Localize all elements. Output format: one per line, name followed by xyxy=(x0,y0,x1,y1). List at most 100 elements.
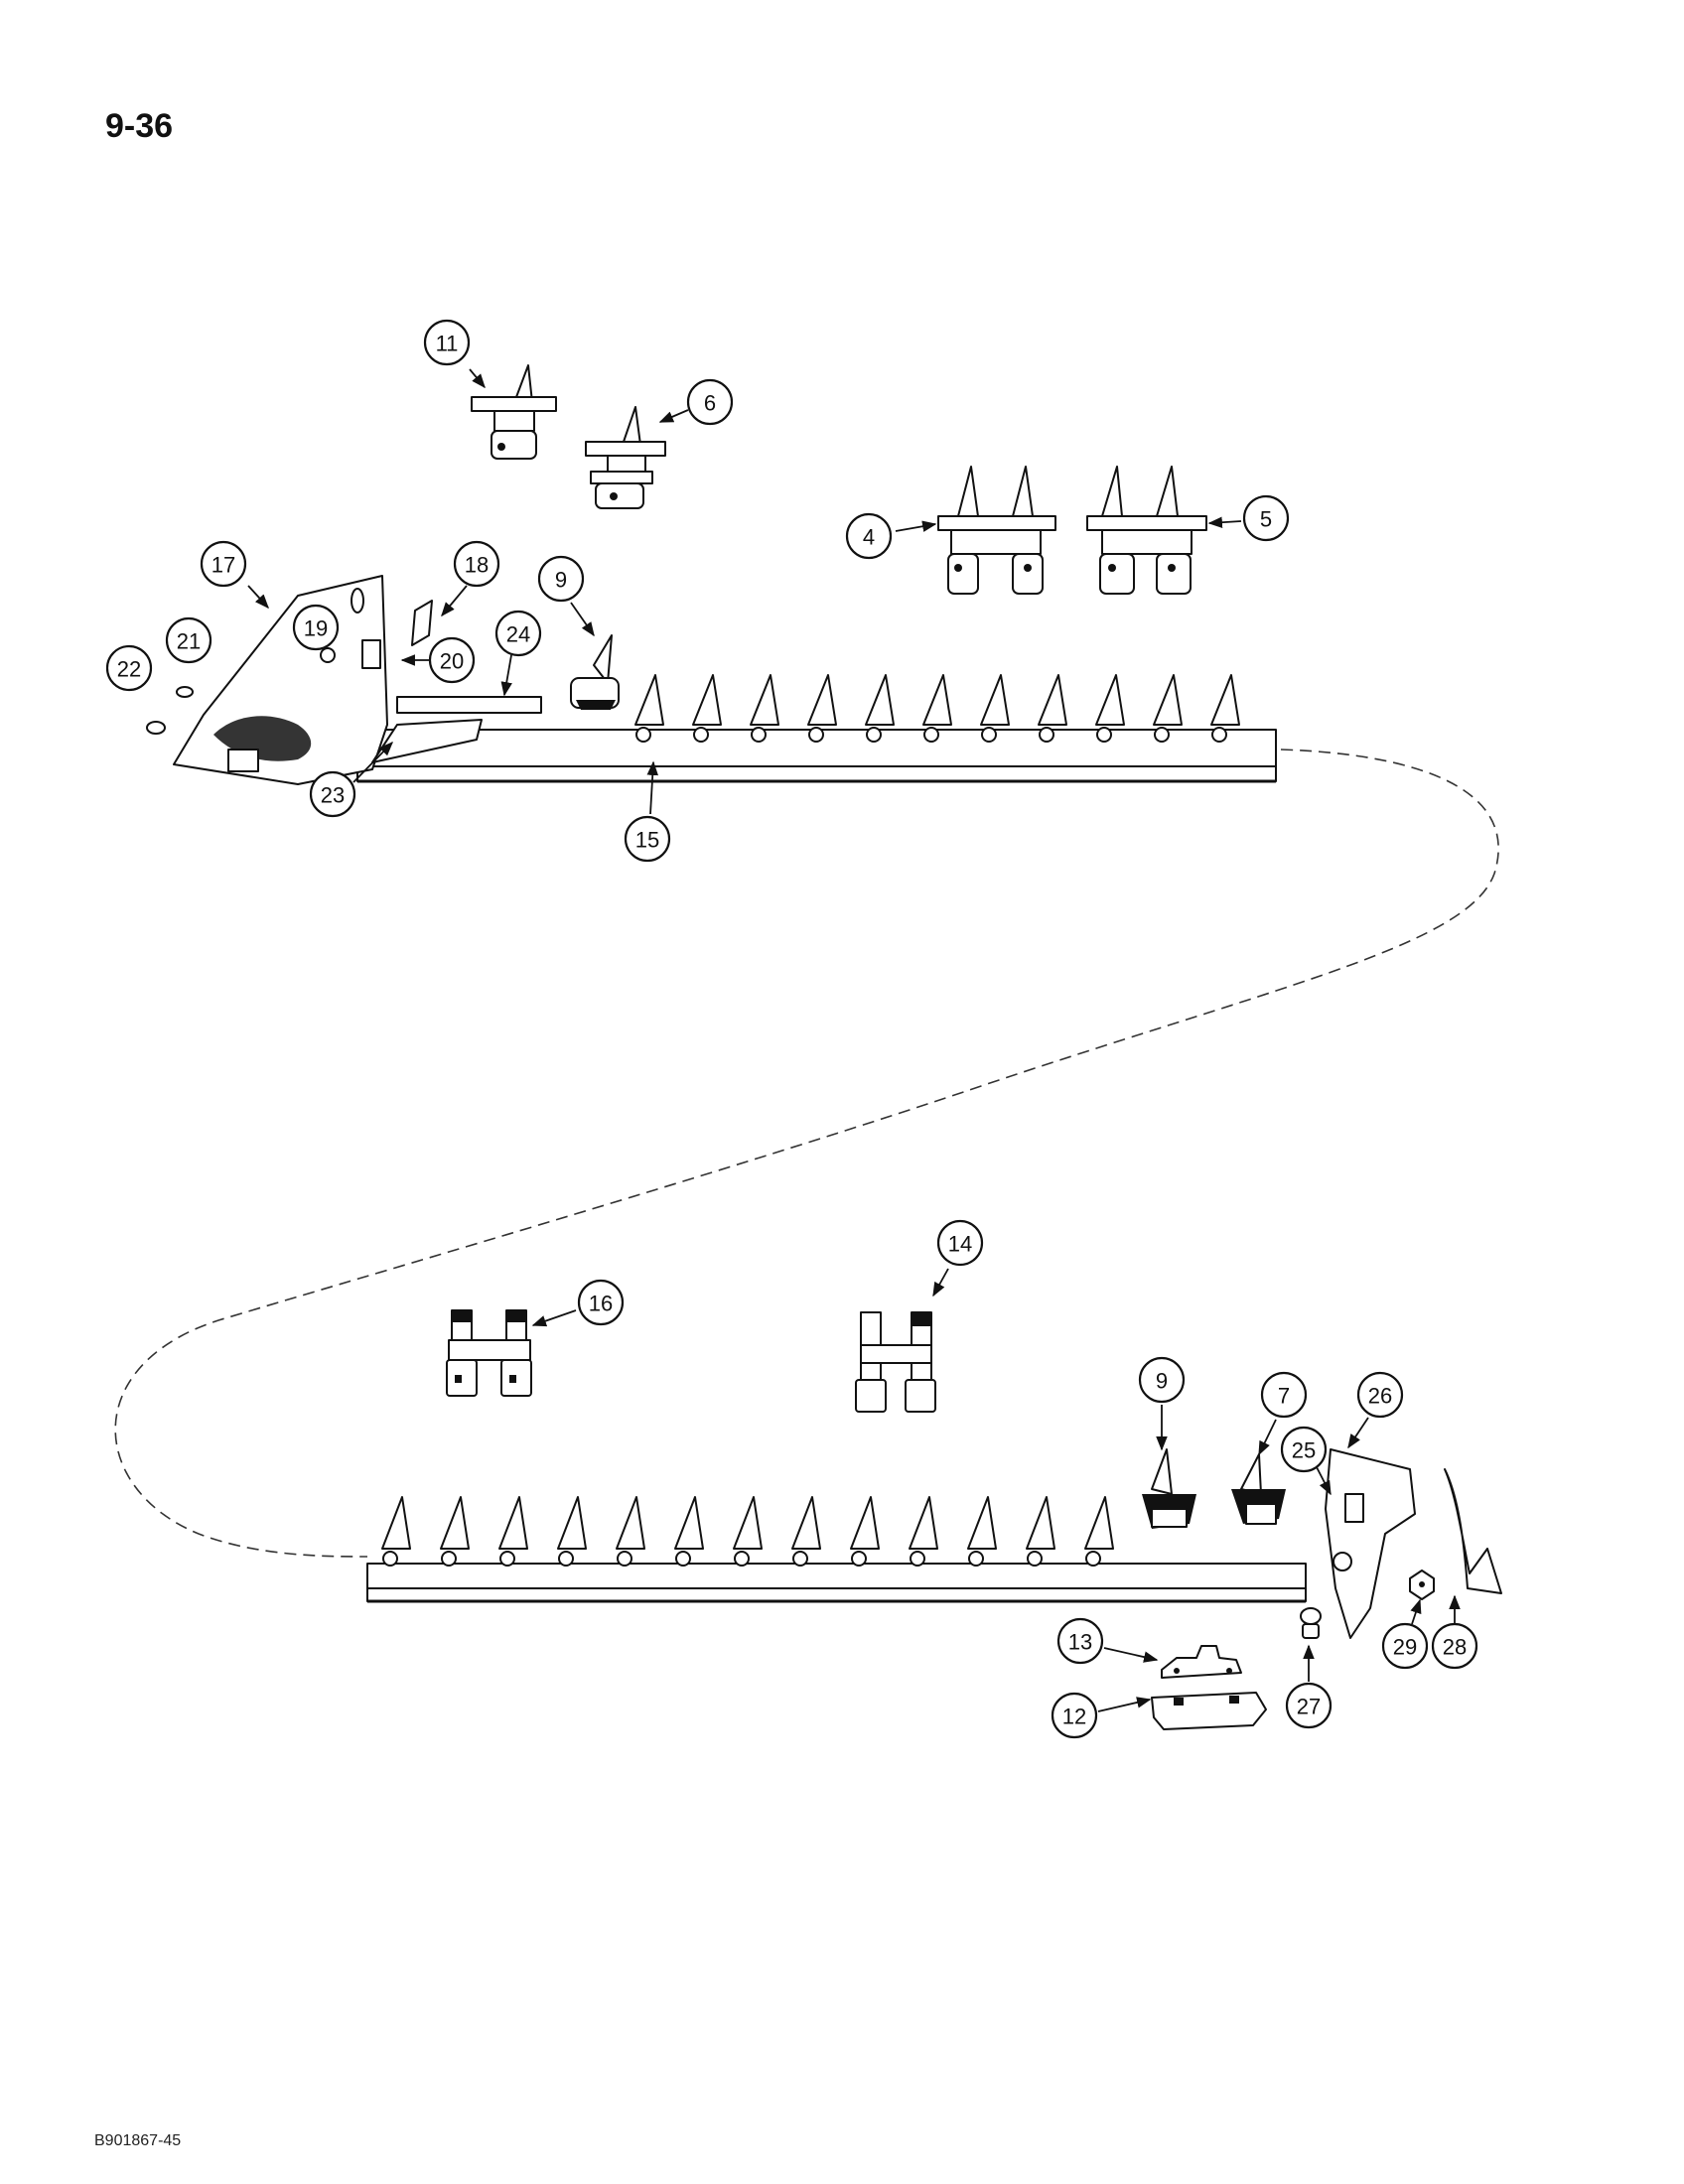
callout-25: 25 xyxy=(1280,1426,1332,1496)
callout-label: 9 xyxy=(555,568,567,593)
callout-18: 18 xyxy=(441,540,500,617)
callout-label: 17 xyxy=(211,553,235,578)
washer-part xyxy=(176,686,194,698)
knife-back-plate xyxy=(396,696,542,714)
callout-23: 23 xyxy=(309,741,394,818)
leader-line xyxy=(1103,1647,1159,1663)
knife-section-tooth xyxy=(557,1496,587,1550)
leader-line xyxy=(570,602,595,637)
knife-section-tooth xyxy=(1084,1496,1114,1550)
callout-26: 26 xyxy=(1347,1371,1404,1449)
knife-head-part xyxy=(173,575,388,785)
knife-section-tooth xyxy=(750,674,779,726)
leader-line xyxy=(500,654,512,697)
upper-knife-bar xyxy=(356,674,1277,783)
callout-21: 21 xyxy=(165,616,212,664)
rivet xyxy=(751,727,767,743)
rivet xyxy=(1085,1551,1101,1567)
knife-section-tooth xyxy=(733,1496,763,1550)
callout-7: 7 xyxy=(1258,1371,1308,1456)
callout-22: 22 xyxy=(105,644,153,692)
leader-line xyxy=(1410,1598,1422,1625)
knife-back-part xyxy=(1325,1448,1416,1639)
callout-label: 18 xyxy=(465,553,489,578)
callout-15: 15 xyxy=(624,760,671,863)
rivet xyxy=(558,1551,574,1567)
rivet xyxy=(866,727,882,743)
hex-nut-part xyxy=(1409,1570,1435,1600)
rivet xyxy=(1154,727,1170,743)
callout-16: 16 xyxy=(531,1279,625,1327)
knife-section-part xyxy=(1231,1453,1286,1525)
rivet xyxy=(693,727,709,743)
callout-20: 20 xyxy=(400,636,476,684)
callout-11: 11 xyxy=(423,319,486,389)
hold-down-clip-part xyxy=(1161,1645,1242,1679)
wear-plate-part xyxy=(411,600,433,646)
callout-label: 13 xyxy=(1068,1630,1092,1655)
callout-label: 12 xyxy=(1062,1705,1086,1729)
callout-label: 20 xyxy=(440,649,464,674)
knife-section-part xyxy=(570,634,620,710)
knife-section-tooth xyxy=(922,674,952,726)
rivet xyxy=(734,1551,750,1567)
callout-label: 9 xyxy=(1156,1369,1168,1394)
bolt-part xyxy=(1300,1607,1322,1639)
callout-4: 4 xyxy=(845,512,937,560)
rivet xyxy=(1039,727,1054,743)
knife-section-tooth xyxy=(1153,674,1183,726)
wear-plate-part xyxy=(1151,1692,1267,1730)
rivet xyxy=(382,1551,398,1567)
callout-label: 28 xyxy=(1443,1635,1467,1660)
double-guard-part xyxy=(855,1311,936,1413)
rivet xyxy=(981,727,997,743)
callout-label: 14 xyxy=(948,1232,972,1257)
single-guard-part xyxy=(471,364,557,460)
rivet xyxy=(635,727,651,743)
leader-line xyxy=(932,1268,949,1297)
callout-19: 19 xyxy=(292,604,340,651)
end-guard-part xyxy=(1444,1468,1502,1594)
callout-14: 14 xyxy=(932,1219,984,1297)
knife-section-tooth xyxy=(498,1496,528,1550)
knife-section-tooth xyxy=(791,1496,821,1550)
knife-section-tooth xyxy=(1038,674,1067,726)
leader-line xyxy=(1347,1417,1369,1449)
knife-section-tooth xyxy=(1026,1496,1055,1550)
leader-line xyxy=(1258,1419,1277,1456)
knife-section-tooth xyxy=(1210,674,1240,726)
knife-section-tooth xyxy=(807,674,837,726)
callout-9: 9 xyxy=(1138,1356,1186,1451)
callout-label: 16 xyxy=(589,1292,613,1316)
rivet xyxy=(441,1551,457,1567)
knife-section-tooth xyxy=(616,1496,645,1550)
washer-part xyxy=(146,721,166,735)
callout-label: 6 xyxy=(704,391,716,416)
callout-label: 29 xyxy=(1393,1635,1417,1660)
leader-line xyxy=(646,760,659,815)
callout-12: 12 xyxy=(1051,1692,1152,1739)
callout-13: 13 xyxy=(1056,1617,1159,1665)
rivet xyxy=(808,727,824,743)
rivet xyxy=(499,1551,515,1567)
callout-5: 5 xyxy=(1207,494,1290,542)
page-number: 9-36 xyxy=(105,107,174,145)
knife-section-tooth xyxy=(850,1496,880,1550)
callout-label: 25 xyxy=(1292,1438,1316,1463)
rivet xyxy=(1027,1551,1043,1567)
callout-9: 9 xyxy=(537,555,595,637)
leader-line xyxy=(895,520,937,532)
callout-label: 7 xyxy=(1278,1384,1290,1409)
callout-label: 22 xyxy=(117,657,141,682)
callout-29: 29 xyxy=(1381,1598,1429,1670)
callout-label: 4 xyxy=(863,525,875,550)
callout-label: 26 xyxy=(1368,1384,1392,1409)
leader-line xyxy=(1316,1466,1332,1496)
lower-knife-bar xyxy=(366,1496,1307,1603)
double-guard-part xyxy=(937,466,1056,595)
rivet xyxy=(675,1551,691,1567)
callout-label: 11 xyxy=(436,332,459,356)
double-guard-part xyxy=(446,1309,532,1397)
rivet xyxy=(1096,727,1112,743)
